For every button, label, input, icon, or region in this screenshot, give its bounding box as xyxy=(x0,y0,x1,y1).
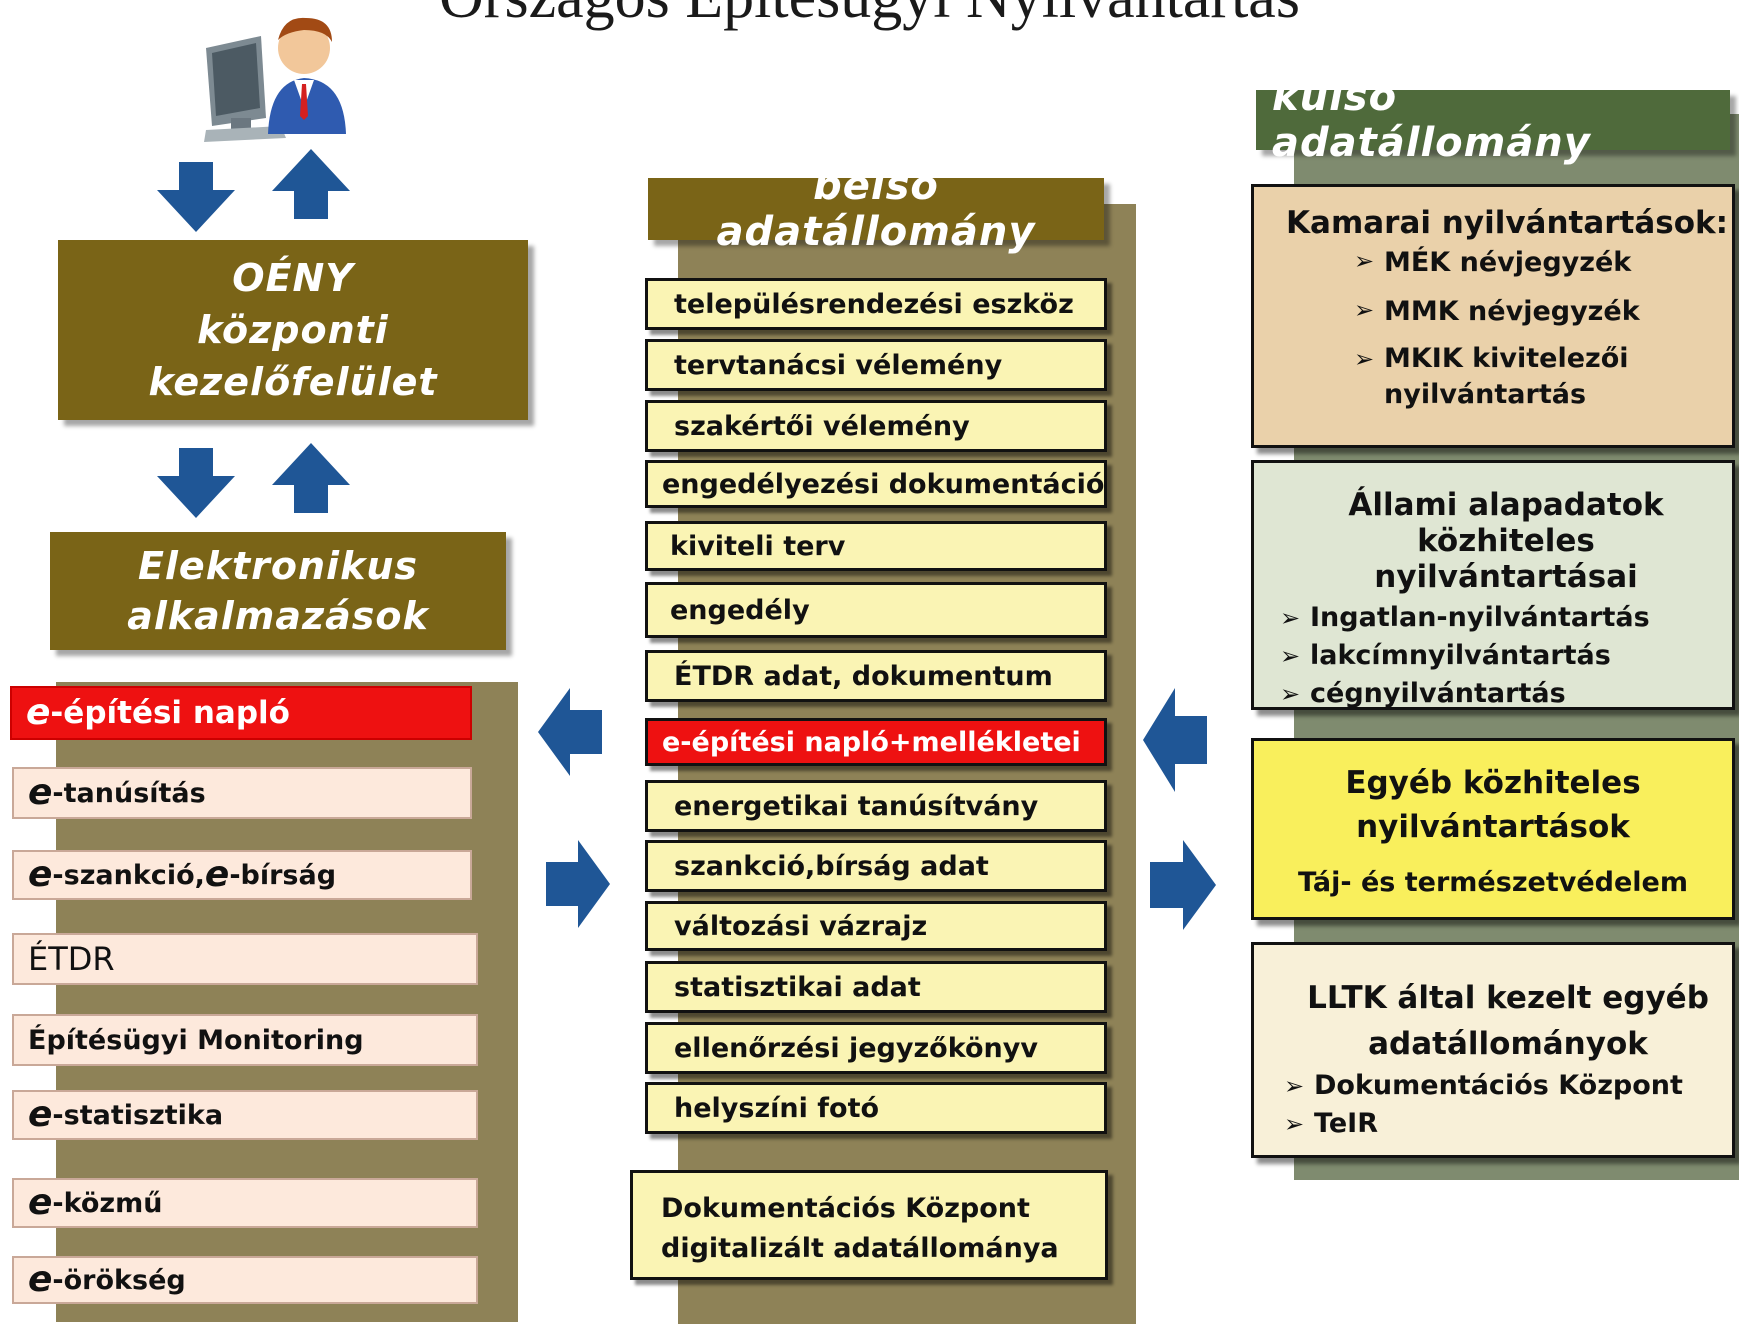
other-title: nyilvántartások xyxy=(1356,809,1630,845)
item-label: -tanúsítás xyxy=(52,777,206,809)
state-item: lakcímnyilvántartás xyxy=(1280,637,1732,675)
state-title: Állami alapadatok xyxy=(1348,487,1664,523)
apps-line: alkalmazások xyxy=(127,594,429,638)
middle-item-e-epitesi-naplo[interactable]: e-építési napló+mellékletei xyxy=(645,718,1107,766)
apps-line: Elektronikus xyxy=(137,544,419,588)
arrow-left-icon xyxy=(1143,688,1207,792)
state-item: cégnyilvántartás xyxy=(1280,675,1732,713)
external-data-header-label: külső adatállomány xyxy=(1272,74,1591,166)
arrow-right-icon xyxy=(1150,840,1216,930)
middle-item[interactable]: kiviteli terv xyxy=(645,521,1107,571)
other-title: Egyéb közhiteles xyxy=(1345,765,1641,801)
doc-center-box[interactable]: Dokumentációs Központ digitalizált adatá… xyxy=(630,1170,1108,1280)
middle-item[interactable]: engedély xyxy=(645,582,1107,638)
left-item-e-epitesi-naplo[interactable]: e-építési napló xyxy=(10,686,472,740)
item-label: -építési napló xyxy=(50,695,290,731)
state-registers-box[interactable]: Állami alapadatok közhiteles nyilvántart… xyxy=(1251,460,1735,713)
middle-item[interactable]: településrendezési eszköz xyxy=(645,278,1107,330)
item-label: ÉTDR adat, dokumentum xyxy=(674,660,1053,692)
middle-item[interactable]: szakértői vélemény xyxy=(645,400,1107,452)
lltk-title: LLTK által kezelt egyéb xyxy=(1307,980,1709,1016)
middle-item[interactable]: statisztikai adat xyxy=(645,961,1107,1013)
item-label: településrendezési eszköz xyxy=(674,288,1074,320)
state-title: közhiteles nyilvántartásai xyxy=(1374,523,1638,595)
item-label: e-építési napló+mellékletei xyxy=(662,726,1081,758)
arrow-right-icon xyxy=(546,840,610,928)
chamber-item: MKIK kivitelezői nyilvántartás xyxy=(1354,341,1684,413)
arrow-down-icon xyxy=(157,448,235,518)
item-label: -bírság xyxy=(229,859,337,891)
item-label: változási vázrajz xyxy=(674,910,928,942)
oeny-line: kezelőfelület xyxy=(148,360,438,404)
item-label: ellenőrzési jegyzőkönyv xyxy=(674,1032,1038,1064)
oeny-line: OÉNY xyxy=(232,256,354,300)
left-item-e-statisztika[interactable]: e-statisztika xyxy=(12,1090,478,1140)
arrow-down-icon xyxy=(157,162,235,232)
item-label: -örökség xyxy=(52,1264,186,1296)
e-prefix: e xyxy=(26,692,51,733)
internal-data-header: belső adatállomány xyxy=(648,163,1104,255)
middle-item[interactable]: tervtanácsi vélemény xyxy=(645,339,1107,391)
e-prefix: e xyxy=(28,1182,53,1223)
left-item-epitesugyi-monitoring[interactable]: Építésügyi Monitoring xyxy=(12,1014,478,1066)
page-title: Országos Építésügyi Nyilvántartás xyxy=(0,0,1739,33)
left-item-e-tanusitas[interactable]: e-tanúsítás xyxy=(12,767,472,819)
external-data-header: külső adatállomány xyxy=(1256,74,1730,166)
item-label: statisztikai adat xyxy=(674,971,921,1003)
lltk-registers-box[interactable]: LLTK által kezelt egyéb adatállományok D… xyxy=(1251,942,1735,1158)
middle-item[interactable]: energetikai tanúsítvány xyxy=(645,780,1107,832)
left-item-e-szankcio[interactable]: e-szankció, e-bírság xyxy=(12,850,472,900)
other-subtitle: Táj- és természetvédelem xyxy=(1297,867,1689,898)
item-label: energetikai tanúsítvány xyxy=(674,790,1039,822)
e-prefix: e xyxy=(28,1094,53,1135)
doc-line: Dokumentációs Központ xyxy=(661,1193,1030,1224)
item-label: tervtanácsi vélemény xyxy=(674,349,1003,381)
left-item-e-kozmu[interactable]: e-közmű xyxy=(12,1178,478,1228)
chamber-item: MMK névjegyzék xyxy=(1354,296,1732,327)
chamber-title: Kamarai nyilvántartások: xyxy=(1286,205,1729,241)
arrow-up-icon xyxy=(272,149,350,219)
middle-item[interactable]: változási vázrajz xyxy=(645,901,1107,951)
electronic-apps-box: Elektronikus alkalmazások xyxy=(50,532,506,650)
e-prefix: e xyxy=(204,854,230,895)
middle-item[interactable]: ellenőrzési jegyzőkönyv xyxy=(645,1022,1107,1074)
item-label: engedély xyxy=(670,594,810,626)
arrow-up-icon xyxy=(272,443,350,513)
user-computer-icon xyxy=(186,8,366,143)
state-item: Ingatlan-nyilvántartás xyxy=(1280,599,1732,637)
middle-item[interactable]: helyszíni fotó xyxy=(645,1082,1107,1134)
lltk-title: adatállományok xyxy=(1368,1026,1648,1062)
oeny-box: OÉNY központi kezelőfelület xyxy=(58,240,528,420)
arrow-left-icon xyxy=(538,688,602,776)
item-label: helyszíni fotó xyxy=(674,1092,880,1124)
chamber-registers-box[interactable]: Kamarai nyilvántartások: MÉK névjegyzék … xyxy=(1251,184,1735,448)
e-prefix: e xyxy=(28,854,53,895)
item-label: ÉTDR xyxy=(28,940,115,978)
item-label: szankció,bírság adat xyxy=(674,850,989,882)
item-label: Építésügyi Monitoring xyxy=(28,1024,364,1056)
item-label: engedélyezési dokumentáció xyxy=(662,468,1105,500)
e-prefix: e xyxy=(28,772,53,813)
item-label: kiviteli terv xyxy=(670,530,846,562)
other-registers-box[interactable]: Egyéb közhiteles nyilvántartások Táj- és… xyxy=(1251,738,1735,920)
middle-item[interactable]: szankció,bírság adat xyxy=(645,840,1107,892)
lltk-item: TeIR xyxy=(1284,1105,1732,1143)
item-label: -statisztika xyxy=(52,1099,224,1131)
item-label: szakértői vélemény xyxy=(674,410,970,442)
internal-data-header-label: belső adatállomány xyxy=(716,163,1036,255)
e-prefix: e xyxy=(28,1259,53,1300)
doc-line: digitalizált adatállománya xyxy=(661,1233,1059,1264)
item-label: -szankció, xyxy=(52,859,205,891)
oeny-line: központi xyxy=(197,308,389,352)
lltk-item: Dokumentációs Központ xyxy=(1284,1067,1732,1105)
middle-item[interactable]: ÉTDR adat, dokumentum xyxy=(645,650,1107,702)
item-label: -közmű xyxy=(52,1187,163,1219)
chamber-item: MÉK névjegyzék xyxy=(1354,247,1732,278)
left-item-e-orokseg[interactable]: e-örökség xyxy=(12,1256,478,1304)
left-item-etdr[interactable]: ÉTDR xyxy=(12,933,478,985)
middle-item[interactable]: engedélyezési dokumentáció xyxy=(645,460,1107,508)
